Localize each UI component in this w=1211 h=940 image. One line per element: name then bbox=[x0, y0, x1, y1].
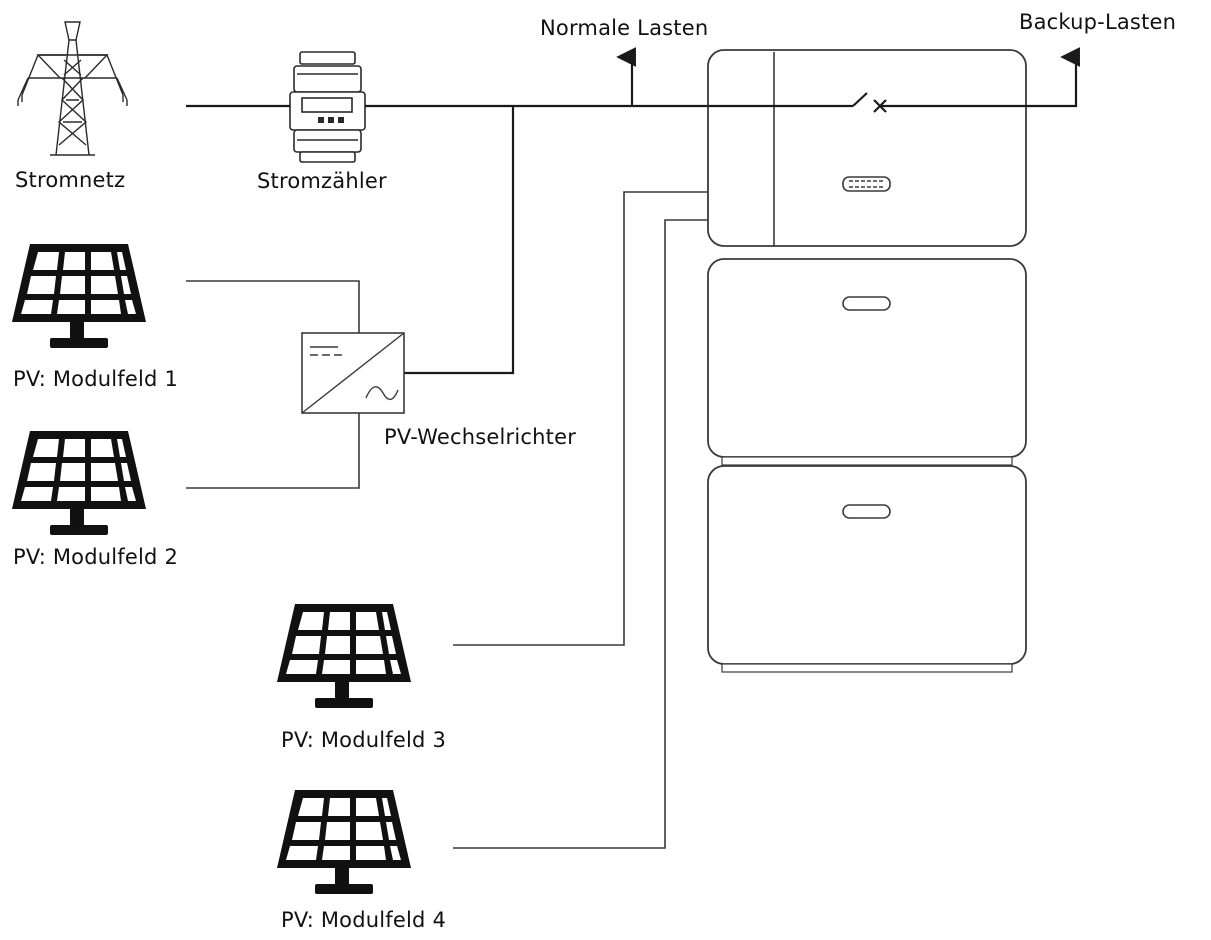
grid-label: Stromnetz bbox=[15, 168, 126, 192]
dc-ac-inverter-icon bbox=[301, 332, 405, 414]
solar-panel-icon bbox=[277, 790, 411, 894]
transmission-tower-icon bbox=[17, 21, 128, 156]
battery-storage-system-icon bbox=[707, 49, 1027, 673]
normal-loads-label: Normale Lasten bbox=[540, 16, 709, 40]
pv-inverter-label: PV-Wechselrichter bbox=[384, 425, 577, 449]
pv-array-4-label: PV: Modulfeld 4 bbox=[281, 908, 447, 932]
pv-string-wiring bbox=[186, 280, 360, 489]
meter-label: Stromzähler bbox=[257, 169, 387, 193]
solar-panel-icon bbox=[12, 244, 146, 348]
solar-panel-icon bbox=[12, 431, 146, 535]
ac-bus-wiring bbox=[186, 47, 708, 375]
dc-string-wiring bbox=[453, 191, 708, 849]
backup-loads-label: Backup-Lasten bbox=[1019, 10, 1177, 34]
backup-wiring bbox=[708, 47, 1080, 113]
electricity-meter-icon bbox=[289, 51, 366, 163]
pv-array-1-label: PV: Modulfeld 1 bbox=[13, 367, 179, 391]
pv-array-3-label: PV: Modulfeld 3 bbox=[281, 728, 447, 752]
pv-array-2-label: PV: Modulfeld 2 bbox=[13, 545, 179, 569]
solar-panel-icon bbox=[277, 604, 411, 708]
